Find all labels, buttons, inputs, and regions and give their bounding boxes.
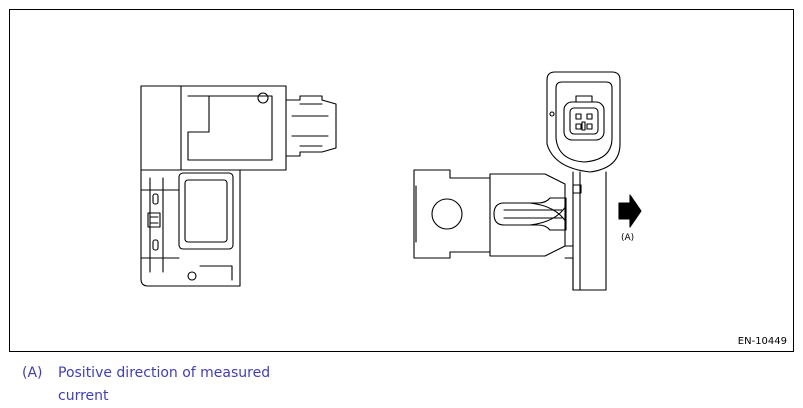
legend: (A) Positive direction of measured curre… bbox=[22, 362, 322, 408]
figure-frame: (A) EN-10449 bbox=[9, 9, 794, 352]
sensor-diagram: (A) bbox=[140, 71, 642, 291]
legend-item: (A) Positive direction of measured curre… bbox=[22, 362, 322, 408]
legend-key: (A) bbox=[22, 365, 43, 381]
sensor-front-view bbox=[413, 71, 621, 291]
figure-id: EN-10449 bbox=[737, 336, 787, 347]
legend-text: Positive direction of measured current bbox=[58, 365, 271, 404]
current-direction-arrow: (A) bbox=[618, 194, 642, 243]
sensor-side-view bbox=[140, 85, 337, 287]
right-arrow-icon bbox=[618, 194, 642, 228]
callout-label: (A) bbox=[621, 233, 634, 243]
